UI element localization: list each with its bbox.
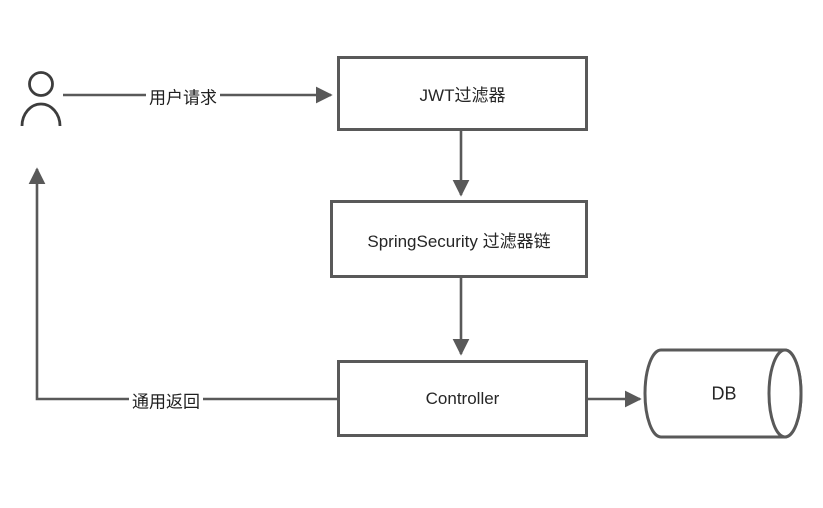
node-db-label: DB	[711, 383, 737, 404]
database-cylinder-icon	[643, 348, 803, 439]
node-controller-label: Controller	[425, 388, 500, 408]
node-jwt-filter: JWT过滤器	[337, 56, 588, 131]
node-jwt-filter-label: JWT过滤器	[419, 86, 506, 105]
node-springsecurity-chain: SpringSecurity 过滤器链	[330, 200, 588, 278]
edge-label-generic-return: 通用返回	[129, 387, 203, 413]
node-controller: Controller	[337, 360, 588, 437]
node-springsecurity-chain-label: SpringSecurity 过滤器链	[367, 231, 551, 251]
edge-generic-return	[28, 167, 337, 401]
user-icon	[20, 71, 62, 127]
edge-label-user-request: 用户请求	[146, 83, 220, 109]
